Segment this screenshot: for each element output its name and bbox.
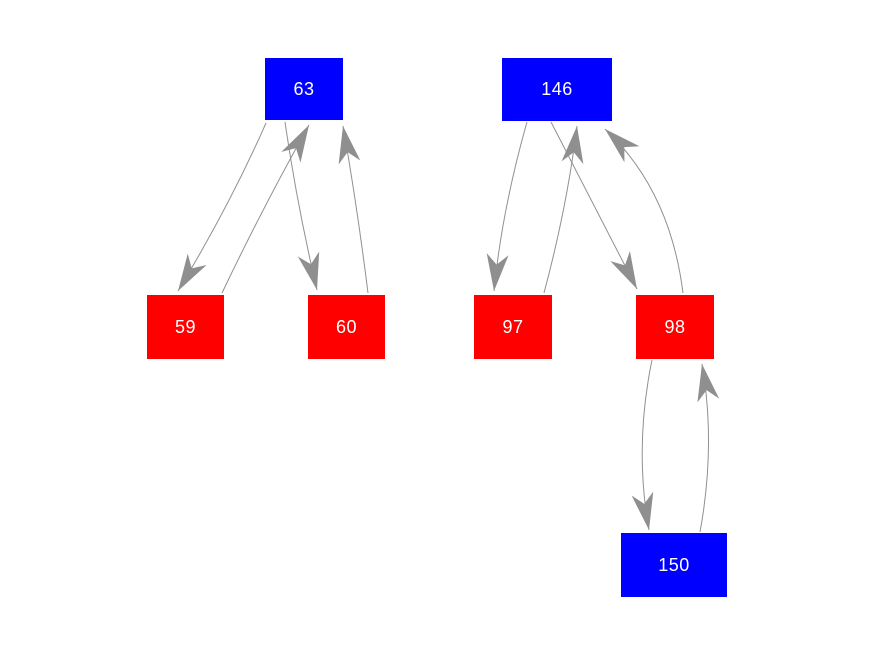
edge-63-to-60 <box>284 121 320 291</box>
node-63: 63 <box>265 58 343 120</box>
node-label-60: 60 <box>335 316 358 337</box>
edge-97-to-146 <box>543 125 584 294</box>
edge-146-to-98 <box>550 121 638 290</box>
node-60: 60 <box>308 295 385 359</box>
node-59: 59 <box>147 295 224 359</box>
node-label-97: 97 <box>502 316 524 337</box>
edge-63-to-59 <box>177 122 267 292</box>
node-label-63: 63 <box>293 78 315 99</box>
node-150: 150 <box>621 533 727 597</box>
node-label-146: 146 <box>541 79 573 99</box>
node-97: 97 <box>474 295 552 359</box>
edge-150-to-98 <box>697 363 720 533</box>
node-98: 98 <box>636 295 714 359</box>
node-label-59: 59 <box>174 316 197 337</box>
node-label-98: 98 <box>664 316 686 337</box>
edge-59-to-63 <box>221 124 310 294</box>
edge-146-to-97 <box>486 121 528 292</box>
edge-60-to-63 <box>338 125 369 294</box>
edge-group <box>177 121 720 533</box>
node-146: 146 <box>502 58 612 121</box>
edge-98-to-146 <box>604 128 684 294</box>
node-label-150: 150 <box>658 554 690 575</box>
edge-98-to-150 <box>631 359 654 531</box>
